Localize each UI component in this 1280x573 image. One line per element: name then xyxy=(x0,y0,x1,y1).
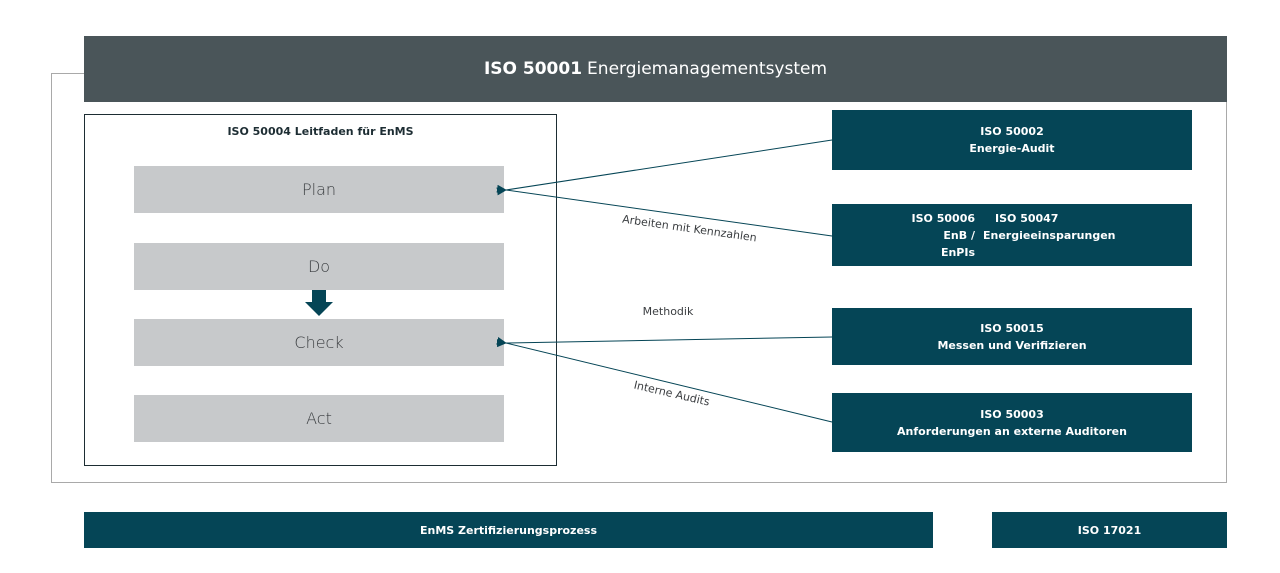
phase-act: Act xyxy=(134,395,504,442)
phase-plan: Plan xyxy=(134,166,504,213)
box-iso-50015-code: ISO 50015 xyxy=(980,321,1044,335)
bar-zertifizierungsprozess: EnMS Zertifizierungsprozess xyxy=(84,512,933,548)
box-iso-50002: ISO 50002 Energie-Audit xyxy=(832,110,1192,170)
box-iso-50002-title: Energie-Audit xyxy=(969,142,1055,155)
connector-50006-to-plan xyxy=(496,184,833,237)
box-iso-50006-title: EnB / EnPIs xyxy=(940,228,975,259)
label-arbeiten-mit-kennzahlen: Arbeiten mit Kennzahlen xyxy=(621,213,757,245)
box-iso-50002-code: ISO 50002 xyxy=(980,125,1044,138)
header-title-bold: ISO 50001 xyxy=(483,59,583,79)
connector-50015-to-check xyxy=(496,336,833,348)
header-title-light: Energiemanagementsystem xyxy=(587,59,828,79)
connector-50003-to-check xyxy=(496,336,833,423)
connector-50002-to-plan xyxy=(496,139,833,196)
box-iso-50015: ISO 50015 Messen und Verifizieren xyxy=(832,308,1192,365)
box-iso-50047-code: ISO 50047 xyxy=(995,211,1059,225)
box-iso-50003: ISO 50003 Anforderungen an externe Audit… xyxy=(832,393,1192,452)
box-iso-50003-code: ISO 50003 xyxy=(980,407,1044,421)
box-iso-50015-title: Messen und Verifizieren xyxy=(937,338,1087,352)
label-methodik: Methodik xyxy=(643,305,694,318)
phase-check: Check xyxy=(134,319,504,366)
phase-do: Do xyxy=(134,243,504,290)
box-iso-50006-50047: ISO 50006 ISO 50047 EnB / EnPIs Energiee… xyxy=(832,204,1192,266)
header-bar: ISO 50001 Energiemanagementsystem xyxy=(84,36,1227,102)
box-iso-50006-code: ISO 50006 xyxy=(911,211,975,225)
arrow-down-icon xyxy=(305,290,333,316)
guide-title: ISO 50004 Leitfaden für EnMS xyxy=(227,125,414,138)
box-iso-50047-title: Energieeinsparungen xyxy=(983,228,1116,242)
bar-iso-17021: ISO 17021 xyxy=(992,512,1227,548)
box-iso-50003-title: Anforderungen an externe Auditoren xyxy=(897,424,1127,438)
